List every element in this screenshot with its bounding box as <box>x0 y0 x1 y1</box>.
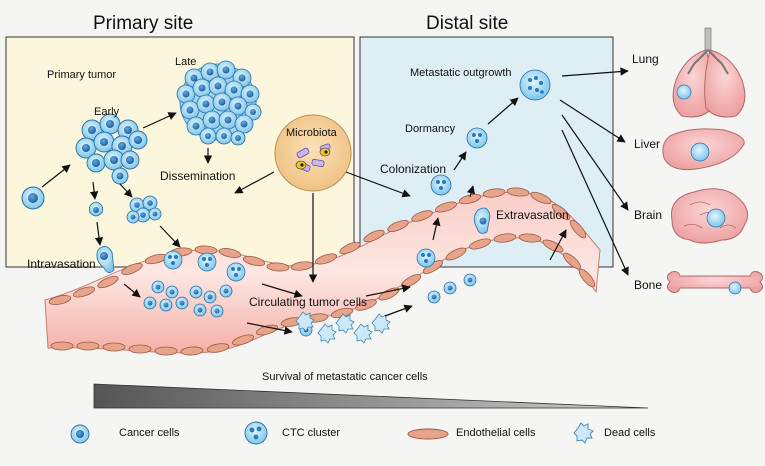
legend-dead-cell-icon <box>573 422 594 444</box>
brain-label: Brain <box>634 208 663 222</box>
legend-cancer-cells-label: Cancer cells <box>119 427 180 439</box>
distal-cells <box>430 69 551 234</box>
brain-organ <box>670 188 749 244</box>
legend-dead-cells-label: Dead cells <box>604 427 656 439</box>
early-label: Early <box>94 106 120 118</box>
intravasation-label: Intravasation <box>27 257 96 271</box>
lung-organ <box>672 27 746 118</box>
primary-site-title: Primary site <box>93 13 194 34</box>
intravasating-cell <box>96 246 115 273</box>
late-tumor <box>176 60 262 146</box>
bone-organ <box>666 271 764 295</box>
dead-cells <box>295 311 391 344</box>
lung-label: Lung <box>632 52 659 66</box>
circulating-tumor-cells-label: Circulating tumor cells <box>249 295 368 309</box>
legend-ctc-cluster-label: CTC cluster <box>282 427 341 439</box>
legend-ctc-cluster-icon <box>244 421 268 445</box>
microbiota-circle <box>274 114 352 192</box>
primary-tumor-label: Primary tumor <box>47 69 117 81</box>
single-cancer-cell <box>21 186 45 210</box>
metastatic-outgrowth-label: Metastatic outgrowth <box>410 67 512 79</box>
survival-label: Survival of metastatic cancer cells <box>262 371 428 383</box>
disseminating-cluster <box>126 195 162 224</box>
late-label: Late <box>175 56 197 68</box>
liver-organ <box>662 128 745 171</box>
legend-cancer-cell-icon <box>70 424 90 444</box>
extravasation-label: Extravasation <box>496 208 569 222</box>
survival-gradient-wedge <box>93 383 649 409</box>
bone-label: Bone <box>634 278 663 292</box>
ctc-clusters <box>163 248 436 282</box>
legend-endothelial-icon <box>407 428 449 440</box>
early-tumor <box>75 113 148 185</box>
migrating-cell <box>88 201 104 217</box>
arrows <box>41 67 629 335</box>
liver-label: Liver <box>634 137 661 151</box>
dormancy-label: Dormancy <box>405 123 456 135</box>
legend-endothelial-label: Endothelial cells <box>456 427 536 439</box>
microbiota-label: Microbiota <box>286 127 337 139</box>
dissemination-label: Dissemination <box>160 169 236 183</box>
distal-site-title: Distal site <box>426 13 509 34</box>
colonization-label: Colonization <box>380 162 447 176</box>
